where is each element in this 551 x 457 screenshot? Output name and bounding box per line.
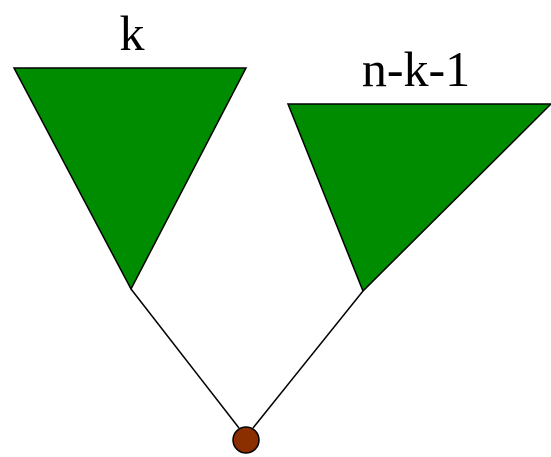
left-subtree-triangle <box>12 67 248 291</box>
left-subtree-label: k <box>120 5 145 61</box>
left-edge <box>130 288 240 429</box>
right-subtree-triangle <box>286 103 551 293</box>
right-edge <box>252 290 364 429</box>
right-subtree-label: n-k-1 <box>362 41 470 97</box>
root-node <box>232 426 260 454</box>
